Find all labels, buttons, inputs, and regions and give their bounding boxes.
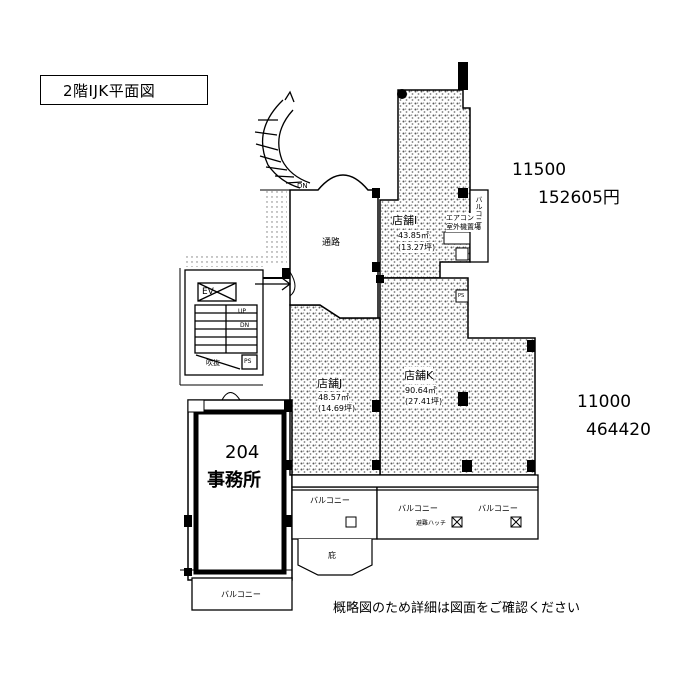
plan-title-box: 2階IJK平面図 (40, 75, 208, 105)
spiral-stair (254, 90, 311, 189)
shop-i-area-value: 11500 (512, 160, 567, 180)
eaves (297, 539, 373, 576)
office-number: 204 (225, 442, 260, 463)
arrow (255, 277, 292, 291)
disclaimer: 概略図のため詳細は図面をご確認ください (333, 601, 581, 616)
shop-j-tsubo: (14.69坪) (318, 403, 356, 414)
shop-i-price: 152605円 (538, 188, 620, 208)
balcony-office (191, 577, 293, 611)
shop-j-name: 店舗J (317, 375, 343, 391)
office-name: 事務所 (207, 470, 261, 491)
column-circle (397, 89, 407, 99)
balcony-label-office: バルコニー (221, 590, 261, 599)
shop-k-name: 店舗K (404, 367, 434, 383)
hatch-label: 避難ハッチ (416, 520, 447, 527)
stair-core (184, 269, 264, 376)
ac-outdoor-label: 室外機置場 (446, 222, 481, 232)
dn-label: DN (240, 322, 250, 329)
balcony-hatch-marks (345, 516, 522, 528)
balcony-label-k2: バルコニー (478, 504, 518, 513)
outline-lines (179, 189, 292, 571)
dn-top-label: DN (297, 182, 308, 190)
eaves-label: 庇 (328, 551, 336, 560)
balcony-label-k1: バルコニー (398, 504, 438, 513)
balcony-frame (291, 474, 539, 488)
corridor-area (289, 174, 379, 319)
balconies-lower (291, 486, 539, 540)
ps-label-core: PS (244, 358, 252, 365)
shop-k-price: 464420 (586, 420, 651, 440)
balcony-vertical-label: バルコニー (475, 196, 483, 231)
ps-label-shop-i: PS (458, 293, 465, 299)
ac-label: エアコン (446, 213, 474, 223)
balcony-label-j: バルコニー (310, 496, 350, 505)
shop-k-tsubo: (27.41坪) (405, 396, 443, 407)
shop-i-tsubo: (13.27坪) (398, 242, 436, 253)
left-strip-lower (185, 255, 265, 267)
plan-title: 2階IJK平面図 (63, 82, 156, 100)
shop-k-area-label: 90.64㎡ (405, 385, 436, 396)
corridor-label: 通路 (322, 238, 341, 248)
atrium-label: 吹抜 (206, 359, 220, 367)
door-swing (289, 271, 296, 297)
up-label: UP (238, 308, 247, 315)
shop-i-area-label: 43.85㎡ (398, 230, 429, 241)
ps-boxes (443, 231, 471, 303)
shop-j-area-label: 48.57㎡ (318, 392, 349, 403)
ev-label: EV (202, 287, 214, 297)
shop-k-area-value: 11000 (577, 392, 632, 412)
wall-column (458, 62, 468, 90)
shop-i-name: 店舗I (392, 212, 418, 228)
left-strip (265, 190, 287, 265)
